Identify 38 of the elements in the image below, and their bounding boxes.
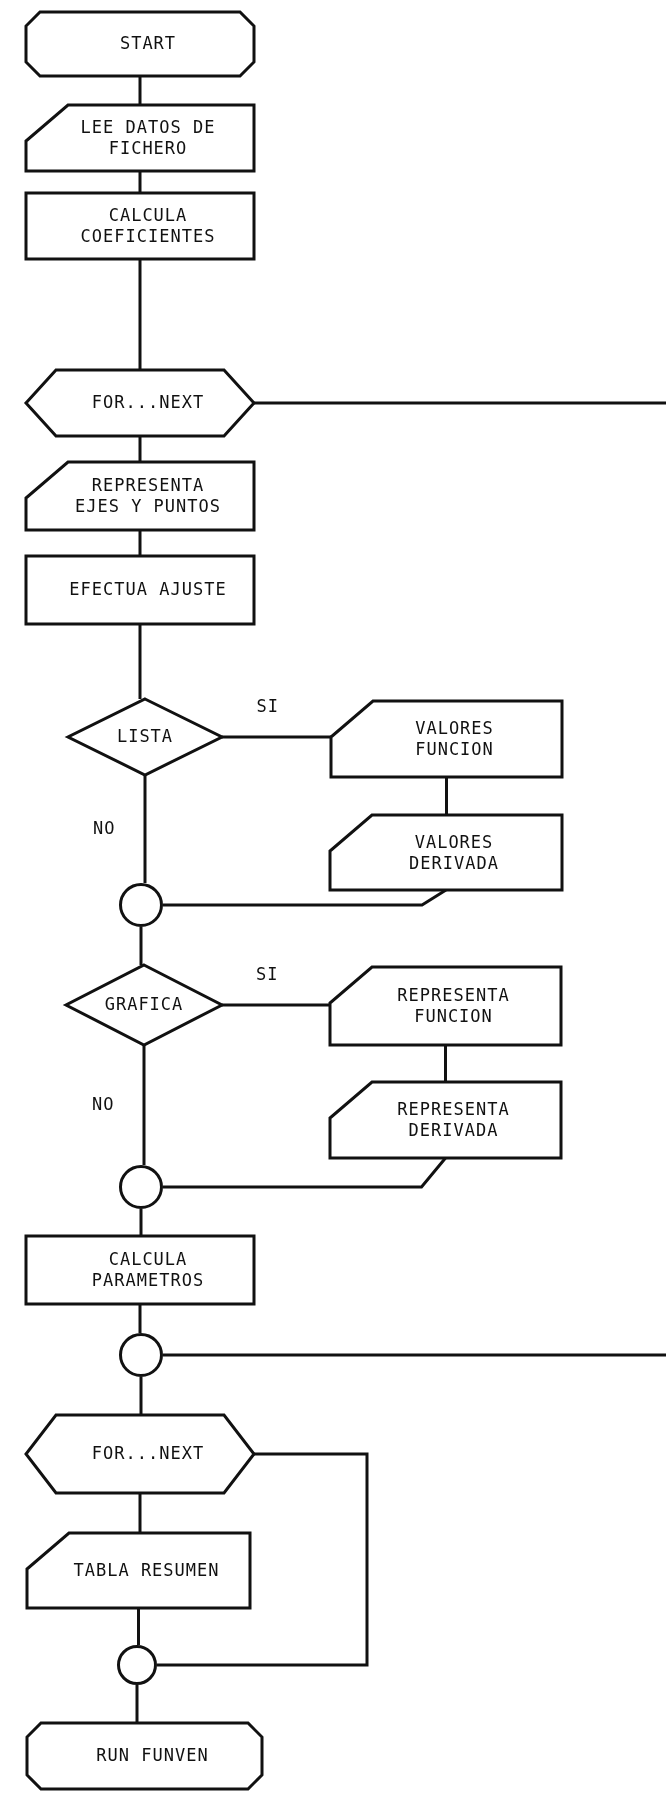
connector-line <box>138 530 142 556</box>
connector-line <box>444 1045 447 1082</box>
box-text: VALORES DERIVADA <box>408 831 500 874</box>
connector-line <box>163 1353 666 1357</box>
connector-line <box>445 777 448 815</box>
connector-line <box>142 1045 146 1165</box>
box-text: RUN FUNVEN <box>95 1745 210 1767</box>
connector-line <box>137 1608 140 1645</box>
box-text: LISTA <box>115 726 175 748</box>
box-text: REPRESENTA FUNCION <box>396 984 511 1028</box>
box-text: START <box>118 33 178 55</box>
box-text: EFECTUA AJUSTE <box>68 579 228 601</box>
box-text: VALORES FUNCION <box>414 717 495 761</box>
box-text: REPRESENTA EJES Y PUNTOS <box>73 474 223 518</box>
connector-line <box>138 76 142 105</box>
box-text: TABLA RESUMEN <box>72 1559 221 1582</box>
connector-line <box>157 1452 369 1667</box>
connector-line <box>222 1003 330 1007</box>
connector-line <box>138 624 142 699</box>
box-text: LEE DATOS DE FICHERO <box>79 116 217 160</box>
box-text: FOR...NEXT <box>90 392 206 414</box>
connector-line <box>254 401 666 405</box>
connector-line <box>138 1304 142 1333</box>
box-text: CALCULA COEFICIENTES <box>79 204 217 248</box>
connector-line <box>222 735 331 739</box>
connector-line <box>139 1377 143 1415</box>
connector-line <box>139 927 143 965</box>
box-text: REPRESENTA DERIVADA <box>396 1098 511 1142</box>
connector-line <box>138 171 142 193</box>
box-text: CALCULA PARAMETROS <box>90 1248 206 1292</box>
connector-line <box>143 775 147 883</box>
connector-line <box>139 1209 143 1236</box>
box-text: GRAFICA <box>103 994 185 1016</box>
connector-line <box>135 1685 139 1723</box>
box-text: FOR...NEXT <box>90 1443 206 1465</box>
connector-line <box>138 1493 142 1533</box>
connector-line <box>138 259 142 370</box>
connector-line <box>138 436 142 462</box>
